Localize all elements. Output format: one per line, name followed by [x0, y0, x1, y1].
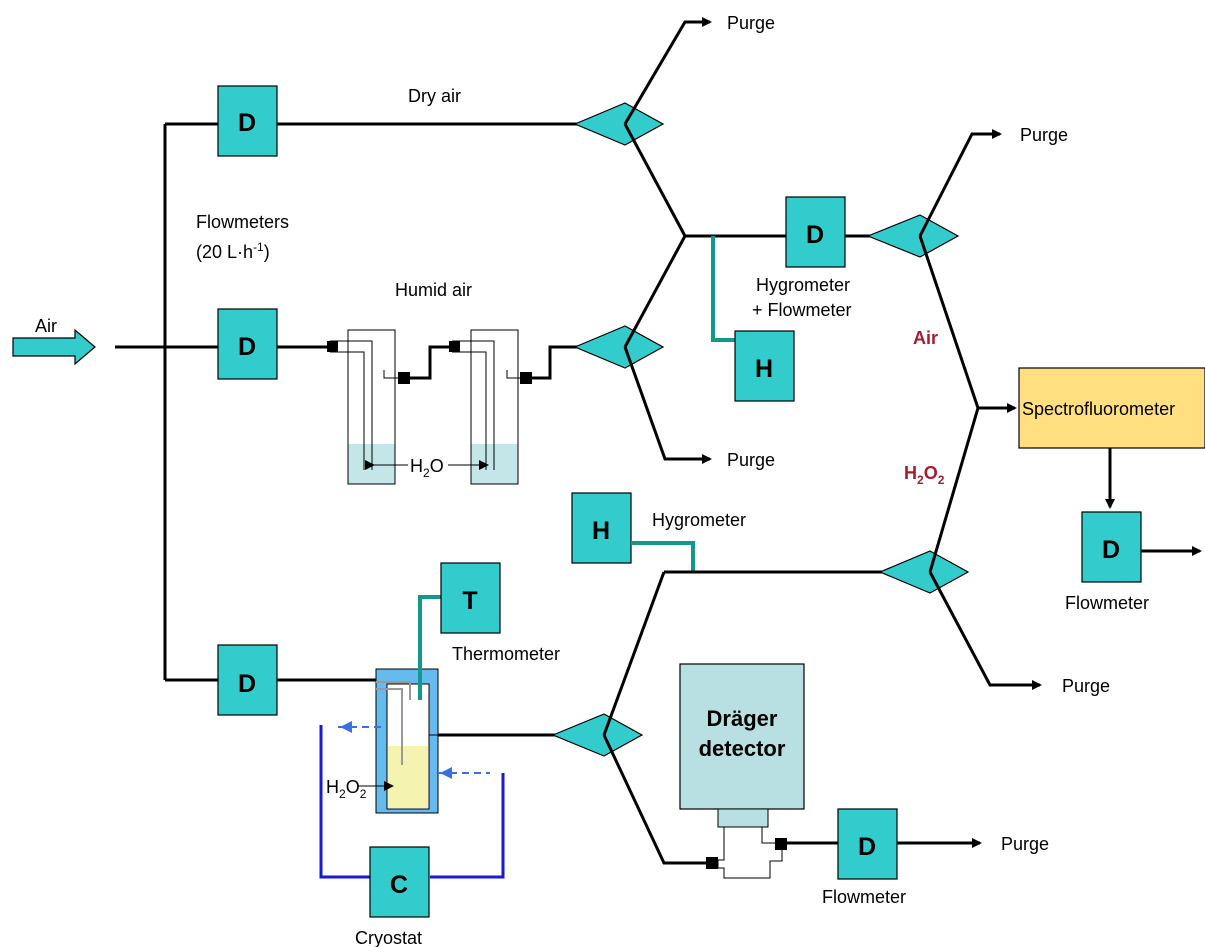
- svg-text:C: C: [390, 871, 408, 899]
- drager-flowmeter: D: [837, 808, 898, 880]
- flowmeter-label-bottom: Flowmeter: [822, 887, 906, 907]
- purge-label-top: Purge: [727, 13, 775, 33]
- air-branch-label: Air: [913, 328, 938, 348]
- spectro-flowmeter: D: [1081, 511, 1142, 583]
- svg-text:H2O2: H2O2: [326, 777, 367, 801]
- hygrometer-flowmeter-label-2: + Flowmeter: [752, 300, 852, 320]
- drager-label-1: Dräger: [707, 706, 778, 731]
- dry-air-label: Dry air: [408, 86, 461, 106]
- svg-text:H: H: [755, 355, 773, 383]
- dry-air-flowmeter: D: [217, 85, 278, 157]
- h2o2-valve: [551, 713, 644, 757]
- water-annotation: H2O: [365, 456, 489, 480]
- svg-text:H: H: [592, 517, 610, 545]
- svg-text:D: D: [858, 833, 876, 861]
- air-inlet-arrow-icon: [12, 328, 96, 366]
- svg-text:D: D: [238, 109, 256, 137]
- humid-air-purge-pipe: [623, 346, 712, 464]
- purge-label-right-bottom: Purge: [1062, 676, 1110, 696]
- bubbler-1: [327, 329, 410, 485]
- flowmeters-label: Flowmeters: [196, 212, 289, 232]
- purge-label-bottom: Purge: [1001, 834, 1049, 854]
- thermometer-label: Thermometer: [452, 644, 560, 664]
- h2o2-branch-label: H2O2: [904, 463, 945, 487]
- flowmeter-label-right: Flowmeter: [1065, 593, 1149, 613]
- h2o2-mix-valve: [878, 550, 970, 594]
- h2o2-flowmeter: D: [217, 644, 278, 716]
- humid-air-flowmeter: D: [217, 308, 278, 380]
- hygrometer-label: Hygrometer: [652, 510, 746, 530]
- cryostat: C: [369, 846, 430, 918]
- thermometer: T: [440, 562, 501, 634]
- thermometer-cable: [418, 595, 444, 700]
- h2o2-purge-pipe: [928, 571, 1042, 690]
- svg-text:H2O: H2O: [410, 456, 444, 480]
- purge-label-right-top: Purge: [1020, 125, 1068, 145]
- air-valve: [866, 214, 960, 258]
- drager-detector: Dräger detector: [679, 663, 805, 879]
- air-inlet-label: Air: [35, 316, 57, 336]
- drager-label-2: detector: [699, 736, 786, 761]
- main-header-pipes: [115, 122, 218, 682]
- spectrofluorometer: Spectrofluorometer: [1018, 367, 1205, 449]
- bubbler-2: [449, 329, 532, 485]
- peroxide-annotation: H2O2: [326, 777, 394, 801]
- hygrometer-flowmeter-label-1: Hygrometer: [756, 275, 850, 295]
- purge-label-mid: Purge: [727, 450, 775, 470]
- hygrometer-cable-bottom: [631, 541, 695, 572]
- cryostat-label: Cryostat: [355, 928, 422, 947]
- svg-text:D: D: [238, 333, 256, 361]
- flowmeters-rate-label: (20 L·h-1): [196, 240, 270, 262]
- svg-text:D: D: [1102, 536, 1120, 564]
- dry-air-valve: [573, 102, 665, 146]
- cryostat-loop-right: [430, 773, 505, 879]
- air-purge-pipe: [918, 129, 1002, 237]
- svg-text:D: D: [806, 221, 824, 249]
- spectrofluorometer-label: Spectrofluorometer: [1022, 399, 1175, 419]
- cryostat-loop-left: [319, 725, 370, 879]
- h2o2-hygrometer: H: [571, 492, 632, 564]
- svg-text:T: T: [462, 587, 477, 615]
- hygrometer-cable-top: [711, 236, 735, 342]
- svg-text:D: D: [238, 670, 256, 698]
- mix-hygrometer: H: [734, 330, 795, 402]
- mix-flowmeter: D: [785, 196, 846, 268]
- h2o2-thermostated-vessel: [375, 668, 439, 814]
- humid-air-label: Humid air: [395, 280, 472, 300]
- humid-air-valve: [573, 325, 665, 369]
- dry-air-purge-pipe: [623, 17, 712, 125]
